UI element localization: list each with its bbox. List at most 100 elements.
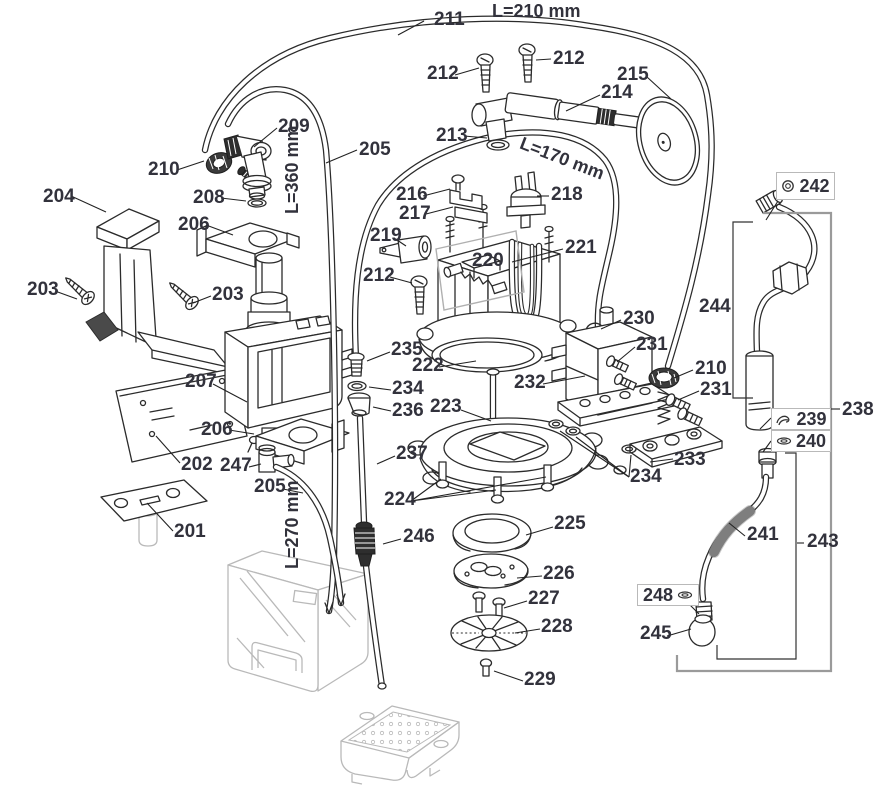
nut-210-right-drawing <box>648 367 680 389</box>
frame-bracket-204-drawing <box>85 208 229 375</box>
pcb-202-drawing <box>115 368 248 463</box>
part-label-229: 229 <box>524 669 556 690</box>
dim-label-360mm: L=360 mm <box>282 125 302 214</box>
wire-220-drawing <box>435 230 525 311</box>
thermal-fuse-216-217-drawing <box>449 174 488 224</box>
steam-knob-215-drawing <box>635 96 701 186</box>
part-label-237: 237 <box>396 443 428 464</box>
part-label-224: 224 <box>384 489 416 510</box>
part-label-238: 238 <box>842 399 874 420</box>
group-bracket-244 <box>732 221 753 399</box>
part-label-212-top-right: 212 <box>553 48 585 69</box>
solenoid-valve-232-drawing <box>551 306 675 427</box>
screws-231-right-drawing <box>665 393 703 427</box>
fitting-below-240-drawing <box>758 447 777 479</box>
part-label-205-lower: 205 <box>254 476 286 497</box>
screw-229-drawing <box>479 658 493 677</box>
fitting-235-234-236-drawing <box>347 352 371 417</box>
part-label-210-left: 210 <box>148 159 180 180</box>
part-label-213: 213 <box>436 125 468 146</box>
water-tank-drawing <box>227 550 369 693</box>
screw-212-top-right-drawing <box>518 43 536 83</box>
part-label-214: 214 <box>601 82 633 103</box>
part-label-243: 243 <box>807 531 839 552</box>
tube-170mm-drawing <box>351 129 620 362</box>
intake-bulb-245-drawing <box>688 601 716 647</box>
o-rings-234-right-drawing <box>548 419 637 454</box>
screw-212-lower-drawing <box>410 275 428 315</box>
part-label-208: 208 <box>193 187 225 208</box>
boxed-label-240-text: 240 <box>795 431 827 451</box>
bolts-224-drawing <box>435 461 555 504</box>
part-label-234-right: 234 <box>630 466 662 487</box>
part-label-218: 218 <box>551 184 583 205</box>
group-bracket-243 <box>716 452 797 660</box>
part-label-234-left: 234 <box>392 378 424 399</box>
part-label-203-right: 203 <box>212 284 244 305</box>
pressure-pipe-244-drawing <box>745 189 818 431</box>
boxed-label-242: 242 <box>776 172 835 200</box>
screws-231-upper-drawing <box>605 355 637 391</box>
tube-270mm-drawing <box>272 463 346 607</box>
part-label-221: 221 <box>565 237 597 258</box>
part-label-231-upper: 231 <box>636 334 668 355</box>
dim-label-210mm: L=210 mm <box>492 1 581 21</box>
tube-211-drawing <box>201 15 715 370</box>
part-label-215: 215 <box>617 64 649 85</box>
screw-203-right-drawing <box>169 282 199 311</box>
boxed-label-240: 240 <box>771 430 831 452</box>
part-label-220: 220 <box>472 250 504 271</box>
part-label-217: 217 <box>399 203 431 224</box>
part-label-246: 246 <box>403 526 435 547</box>
part-label-223: 223 <box>430 396 462 417</box>
part-label-211: 211 <box>434 9 465 30</box>
ring-225-drawing <box>452 513 532 553</box>
part-label-207: 207 <box>185 371 217 392</box>
filter-246-drawing <box>353 521 376 567</box>
part-label-202: 202 <box>181 454 213 475</box>
o-ring-208-drawing <box>247 198 267 208</box>
o-ring-icon <box>782 180 795 192</box>
part-label-203-left: 203 <box>27 279 59 300</box>
clip-icon <box>776 415 790 425</box>
flat-gasket-icon <box>677 591 693 599</box>
hose-241-drawing <box>699 473 770 603</box>
part-label-205-top: 205 <box>359 139 391 160</box>
part-label-206-upper: 206 <box>178 214 210 235</box>
part-label-227: 227 <box>528 588 560 609</box>
screw-212-top-left-drawing <box>476 53 494 93</box>
part-label-244: 244 <box>699 296 731 317</box>
group-head-223-drawing <box>407 368 609 493</box>
pump-bracket-206-upper-drawing <box>196 222 300 268</box>
boxed-label-248-text: 248 <box>642 585 674 605</box>
part-label-219: 219 <box>370 225 402 246</box>
part-label-228: 228 <box>541 616 573 637</box>
part-label-212-lower: 212 <box>363 265 395 286</box>
elbow-fitting-209-drawing <box>205 134 272 200</box>
part-label-230: 230 <box>623 308 655 329</box>
boxed-label-239: 239 <box>771 408 831 430</box>
drip-tray-drawing <box>340 705 460 785</box>
part-label-201: 201 <box>174 521 206 542</box>
boxed-label-242-text: 242 <box>799 176 830 196</box>
part-label-236: 236 <box>392 400 424 421</box>
part-label-247: 247 <box>220 455 252 476</box>
bracket-201-drawing <box>100 479 208 547</box>
thermostat-219-drawing <box>379 235 432 264</box>
part-label-210-right: 210 <box>695 358 727 379</box>
screws-227-drawing <box>472 591 506 619</box>
part-label-231-right: 231 <box>700 379 732 400</box>
suction-tube-237-drawing <box>356 414 387 690</box>
part-label-204: 204 <box>43 186 75 207</box>
dim-label-270mm: L=270 mm <box>282 480 302 569</box>
shower-holder-226-drawing <box>453 553 529 589</box>
part-label-212-top-left: 212 <box>427 63 459 84</box>
part-label-225: 225 <box>554 513 586 534</box>
part-label-245: 245 <box>640 623 672 644</box>
leader-lines <box>54 20 840 682</box>
thermostat-218-drawing <box>506 171 546 229</box>
part-label-232: 232 <box>514 372 546 393</box>
group-bracket-238 <box>675 211 833 673</box>
